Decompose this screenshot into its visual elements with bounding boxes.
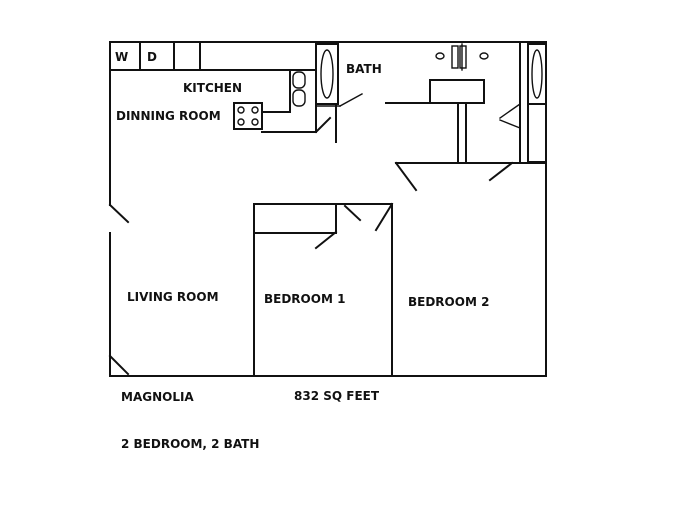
bath-2-walls (385, 41, 547, 164)
sink-2-icon (435, 43, 489, 71)
living-room-label: LIVING ROOM (127, 290, 219, 304)
washer-label: W (115, 50, 128, 64)
plan-name: MAGNOLIA (121, 390, 194, 404)
dryer-label: D (147, 50, 157, 64)
bedroom-1-label: BEDROOM 1 (264, 292, 345, 306)
bathtub-2-icon (527, 43, 547, 163)
bath-1-walls (261, 41, 363, 143)
kitchen-counters (109, 41, 317, 113)
plan-area: 832 SQ FEET (294, 389, 380, 403)
kitchen-label: KITCHEN (183, 81, 242, 95)
dining-room-label: DINNING ROOM (116, 109, 221, 123)
entry-door (108, 203, 130, 224)
exterior-walls (109, 41, 547, 377)
bathtub-icon (315, 43, 339, 105)
hall-doors (394, 161, 514, 192)
living-corner (108, 354, 130, 376)
plan-layout: 2 BEDROOM, 2 BATH (121, 437, 259, 451)
bedroom-2-label: BEDROOM 2 (408, 295, 489, 309)
stove-icon (233, 102, 263, 130)
bedroom-1-walls (253, 202, 394, 377)
sink-icon (292, 71, 306, 107)
bath-label: BATH (346, 62, 382, 76)
